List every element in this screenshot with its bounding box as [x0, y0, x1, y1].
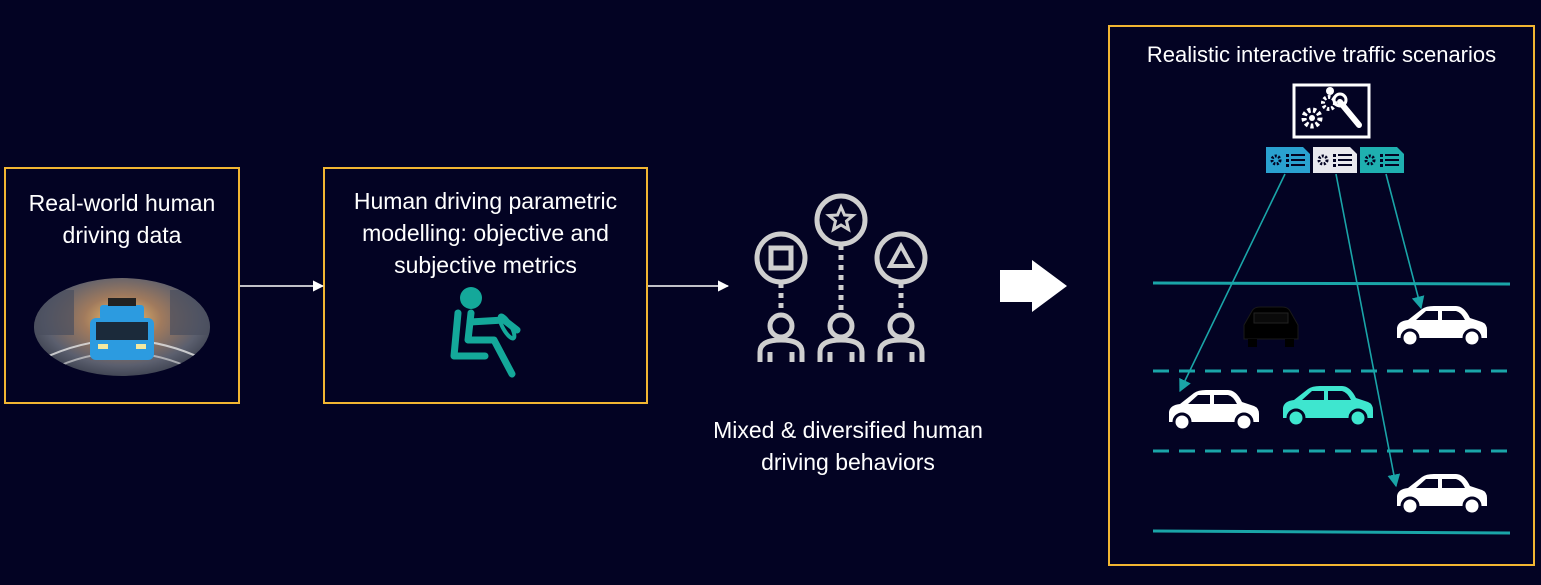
diverse-people-icon — [754, 193, 928, 362]
config-doc-icon — [1313, 147, 1357, 173]
stage-parametric-modelling-box: Human driving parametric modelling: obje… — [323, 167, 648, 404]
stage-parametric-modelling-title: Human driving parametric modelling: obje… — [353, 188, 618, 278]
stage-behaviors-caption: Mixed & diversified human driving behavi… — [713, 417, 983, 475]
lane-edge-bottom — [1152, 529, 1511, 535]
stage-traffic-scenarios-title: Realistic interactive traffic scenarios — [1146, 42, 1497, 67]
lane-edge-top — [1152, 281, 1511, 286]
stage-real-world-data-title: Real-world human driving data — [28, 190, 216, 248]
road-lanes — [1152, 281, 1511, 535]
car-teal — [1283, 386, 1373, 428]
stage-traffic-scenarios-box: Realistic interactive traffic scenarios — [1108, 25, 1535, 566]
car-white — [1397, 474, 1487, 516]
big-right-arrow — [1000, 260, 1067, 312]
car-white — [1397, 306, 1487, 348]
settings-wrench-icon — [1292, 83, 1371, 139]
assign-arrow-1 — [1179, 173, 1286, 393]
car-white — [1169, 390, 1259, 432]
stage-real-world-data-box: Real-world human driving data — [4, 167, 240, 404]
assign-arrow-2 — [1335, 173, 1401, 488]
config-doc-icon — [1266, 147, 1310, 173]
autonomous-car-photo — [34, 278, 210, 376]
config-doc-icon — [1360, 147, 1404, 173]
car-dark — [1243, 306, 1299, 347]
assign-arrow-3 — [1385, 173, 1425, 310]
driver-seat-icon — [450, 287, 521, 378]
